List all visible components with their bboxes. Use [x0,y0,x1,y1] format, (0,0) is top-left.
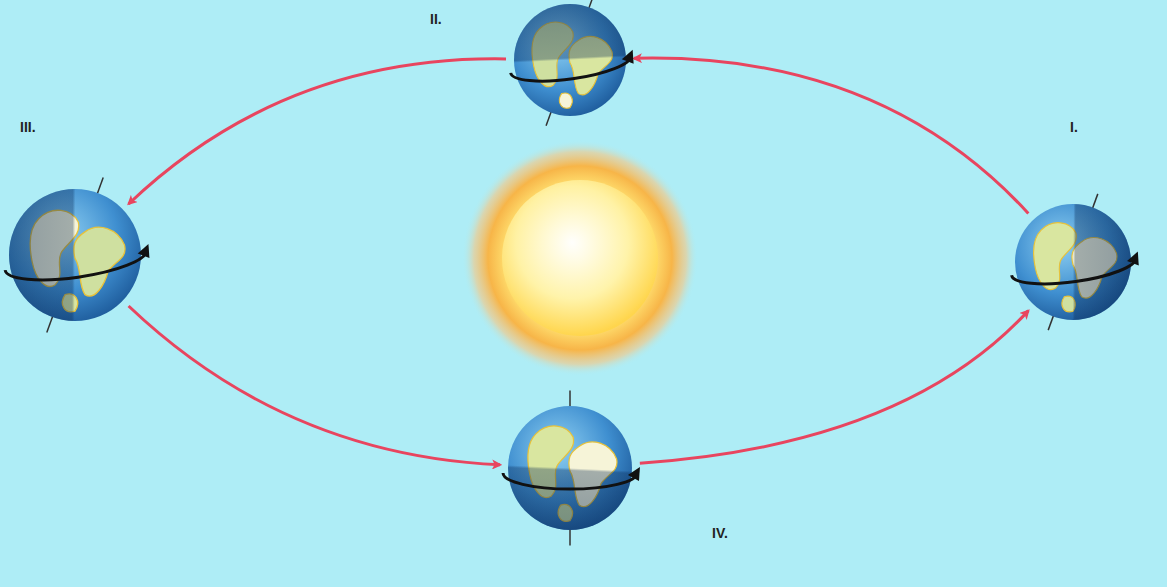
earth-globe [1015,204,1131,320]
orbit-arrow [640,311,1029,464]
position-number: II. [430,12,442,26]
orbit-arrow [129,59,506,204]
position-number: IV. [712,526,728,540]
orbit-arrow [129,306,500,465]
position-number: I. [1070,120,1078,134]
position-number: III. [20,120,36,134]
earth-position: II. [514,4,626,116]
earth-globe [508,406,632,530]
orbit-arrow [634,58,1028,213]
earth-globe [514,4,626,116]
earth-position: IV. [508,406,632,530]
earth-position: III. [9,189,141,321]
earth-position: I. [1015,204,1131,320]
earth-globe [9,189,141,321]
